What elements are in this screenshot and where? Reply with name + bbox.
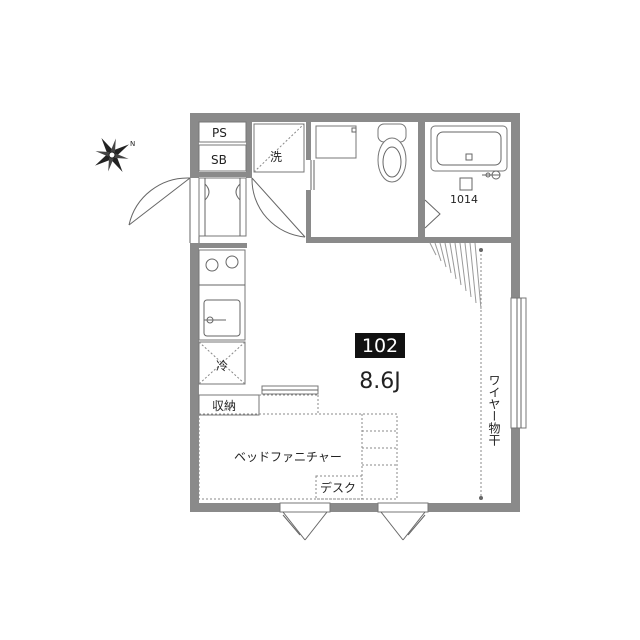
bottom-door-right[interactable]: [377, 502, 429, 541]
hatch-line: [469, 242, 477, 304]
desk: デスク: [315, 475, 363, 500]
hatch-line: [429, 242, 437, 256]
window-right: [510, 297, 527, 429]
bath-door[interactable]: [424, 199, 441, 229]
ceiling-slope-hatching: [429, 242, 482, 310]
hatch-line: [444, 242, 452, 274]
ps-closet: PS: [198, 121, 247, 143]
desk-label: デスク: [320, 480, 356, 495]
unit-bath: 1014: [430, 125, 508, 206]
sb-closet: SB: [198, 144, 247, 172]
washroom-door[interactable]: [251, 177, 306, 238]
wire-drying-line: ワイヤー物干: [479, 248, 501, 500]
toilet: [377, 123, 407, 183]
fridge-space: 冷: [198, 341, 246, 385]
compass-north-label: N: [130, 140, 135, 148]
hatch-line: [474, 242, 482, 310]
bed-furniture: ベッドファニチャー: [198, 394, 398, 500]
toilet-door[interactable]: [310, 160, 315, 190]
stove-burner-icon: [205, 258, 219, 272]
hatch-line: [449, 242, 457, 280]
interior-walls: [199, 122, 520, 248]
hatch-line: [439, 242, 447, 268]
washer-label: 洗: [270, 150, 282, 164]
storage-closet: 収納: [198, 394, 260, 416]
compass-rose-icon: [95, 138, 129, 172]
fridge-label: 冷: [216, 359, 228, 373]
ps-label: PS: [212, 126, 227, 140]
outer-walls: [190, 113, 520, 512]
washer-space: 洗: [253, 123, 305, 173]
wash-basin: [315, 125, 357, 159]
room-size: 8.6J: [359, 369, 400, 394]
hatch-line: [434, 242, 442, 262]
wire-drying-label: ワイヤー物干: [487, 374, 501, 446]
hatch-line: [459, 242, 467, 292]
kitchen-counter: [198, 249, 246, 341]
unit-bath-size-label: 1014: [450, 193, 478, 206]
entrance-door[interactable]: [128, 177, 200, 243]
bed-furniture-label: ベッドファニチャー: [234, 450, 342, 464]
sb-label: SB: [211, 153, 227, 167]
room-number: 102: [362, 335, 398, 357]
window-storage: [261, 385, 319, 395]
bottom-door-left[interactable]: [279, 502, 331, 541]
stove-burner-icon: [225, 255, 239, 269]
shoe-closet: [198, 177, 247, 237]
hatch-line: [464, 242, 472, 298]
room-number-badge: 102: [355, 333, 405, 358]
hatch-line: [454, 242, 462, 286]
sink-icon: [203, 299, 241, 337]
storage-label: 収納: [212, 399, 236, 413]
